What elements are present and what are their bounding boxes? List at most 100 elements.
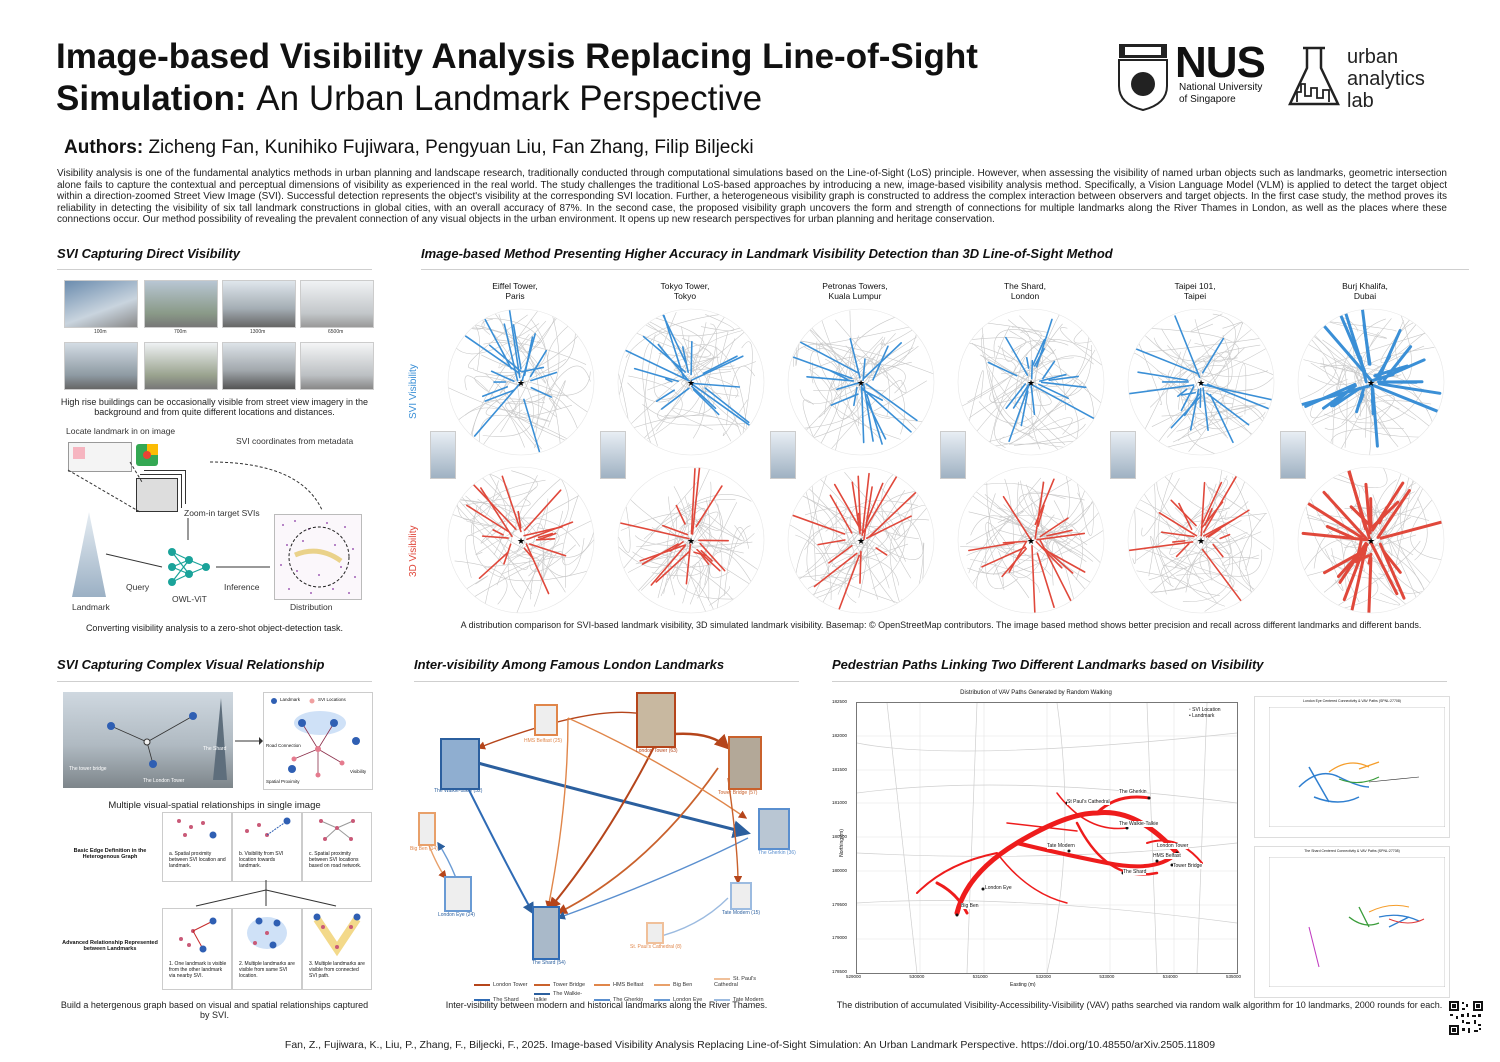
landmark-annotation: Big Ben [961, 903, 979, 909]
ual-line1: urban [1347, 46, 1399, 68]
ual-logo: urban analytics lab [1287, 44, 1447, 114]
legend-landmark: Landmark [280, 697, 301, 702]
comparison-grid: SVI Visibility 3D Visibility Eiffel Towe… [408, 281, 1470, 614]
ual-line3: lab [1347, 90, 1374, 112]
x-tick: 529000 [846, 974, 862, 979]
landmark-star-icon: ★ [517, 378, 525, 388]
photo-label: The Shard [203, 746, 227, 752]
y-tick: 182500 [832, 699, 848, 704]
dist-label: 1300m [250, 329, 266, 335]
node-label: Tower Bridge (57) [718, 790, 758, 796]
sec3-caption: Build a hetergenous graph based on visua… [60, 1000, 369, 1020]
dist-label: 6500m [328, 329, 344, 335]
los-visibility-map: ★ [447, 466, 595, 614]
city-name: Dubai [1353, 291, 1377, 301]
landmark-annotation: Tate Modern [1047, 843, 1075, 849]
node-label: The Walkie-talkie (52) [434, 788, 483, 794]
nus-logo: NUS National University of Singapore [1117, 38, 1277, 114]
landmark-star-icon: ★ [517, 536, 525, 546]
sec2-rule [421, 269, 1469, 270]
arrow-right-icon [235, 737, 263, 745]
city-landmark-name: Eiffel Tower, [492, 281, 538, 291]
city-landmark-name: Tokyo Tower, [660, 281, 710, 291]
node-walkie-talkie [440, 738, 480, 790]
sec1-title: SVI Capturing Direct Visibility [57, 246, 240, 261]
intervisibility-edges [427, 711, 751, 941]
svi-visibility-map: ★ [1297, 308, 1445, 456]
vav-ylabel: Northing (m) [838, 829, 845, 857]
advanced-box: 1. One landmark is visible from the othe… [162, 908, 232, 990]
legend-item: Big Ben [654, 982, 714, 988]
svi-visibility-map: ★ [447, 308, 595, 456]
city-column: Taipei 101,Taipei★★ [1110, 281, 1280, 614]
y-tick: 181000 [832, 800, 848, 806]
landmark-thumbnail [1110, 431, 1136, 479]
node-label: Big Ben (14) [410, 846, 438, 852]
city-name: Kuala Lumpur [828, 291, 882, 301]
pipeline-arrows [67, 461, 323, 568]
svi-photo [64, 342, 138, 390]
landmark-annotation: Tower Bridge [1173, 863, 1203, 869]
title-bold: Image-based Visibility Analysis Replacin… [56, 37, 978, 118]
basic-edge-text: a. Spatial proximity between SVI locatio… [169, 851, 226, 869]
landmark-annotation: London Tower [1157, 843, 1189, 849]
city-name: Taipei [1183, 291, 1207, 301]
sec1-caption1: High rise buildings can be occasionally … [60, 397, 369, 417]
city-name: London [1010, 291, 1040, 301]
city-name: Tokyo [673, 291, 697, 301]
graph-label: Spatial Proximity [266, 779, 300, 784]
title-rest: An Urban Landmark Perspective [256, 79, 763, 118]
basic-edge-text: b. Visibility from SVI location towards … [239, 851, 284, 869]
graph-label: Road Connection [266, 743, 301, 748]
landmark-annotation: London Eye [985, 885, 1012, 891]
sec1-rule [57, 269, 372, 270]
los-visibility-map: ★ [617, 466, 765, 614]
x-tick: 531000 [972, 974, 988, 979]
los-visibility-map: ★ [1297, 466, 1445, 614]
sec2-caption: A distribution comparison for SVI-based … [460, 620, 1422, 630]
locate-box [68, 442, 132, 472]
landmark-star-icon: ★ [1367, 378, 1375, 388]
x-tick: 530000 [909, 974, 925, 979]
svi-visibility-map: ★ [1127, 308, 1275, 456]
authors-line: Authors: Zicheng Fan, Kunihiko Fujiwara,… [64, 137, 754, 159]
legend-item: Tower Bridge [534, 982, 594, 988]
nus-sub1: National University [1179, 82, 1263, 93]
landmark-annotation: HMS Belfast [1153, 853, 1181, 859]
small-chart1-title: London Eye Centered Connectivity & VAV P… [1303, 699, 1401, 703]
city-landmark-name: Burj Khalifa, [1342, 281, 1388, 291]
landmark-annotation: The Shard [1123, 869, 1147, 875]
svi-photo [300, 342, 374, 390]
sec4-caption: Inter-visibility between modern and hist… [445, 1000, 768, 1010]
ual-line2: analytics [1347, 68, 1425, 90]
svi-photo [144, 280, 218, 328]
landmark-label: Landmark [72, 602, 110, 612]
neural-net-icon [164, 542, 214, 592]
node-tate-modern [730, 882, 752, 910]
landmark-star-icon: ★ [1027, 378, 1035, 388]
abstract: Visibility analysis is one of the fundam… [57, 168, 1447, 226]
sec3-caption-mid: Multiple visual-spatial relationships in… [108, 800, 321, 811]
svi-visibility-map: ★ [787, 308, 935, 456]
dist-label: 100m [94, 329, 107, 335]
landmark-star-icon: ★ [1197, 536, 1205, 546]
authors-names: Zicheng Fan, Kunihiko Fujiwara, Pengyuan… [148, 137, 754, 158]
sec4-title: Inter-visibility Among Famous London Lan… [414, 657, 725, 672]
branch-arrows [195, 880, 337, 907]
zoomed-svi-stack [136, 478, 178, 512]
y-tick: 179000 [832, 935, 848, 941]
basic-edge-text: c. Spatial proximity between SVI locatio… [309, 851, 362, 869]
legend-landmark-label: Landmark [1192, 713, 1215, 719]
node-the-shard [532, 906, 560, 960]
model-label: OWL-ViT [172, 594, 207, 604]
legend-item: London Eye [654, 997, 714, 1003]
x-tick: 534000 [1162, 974, 1178, 979]
legend-item: The Walkie-talkie [534, 991, 583, 1003]
basic-edge-box: a. Spatial proximity between SVI locatio… [162, 812, 232, 882]
node-label: HMS Belfast (25) [524, 738, 563, 744]
advanced-label: Advanced Relationship Represented betwee… [62, 940, 158, 952]
landmark-star-icon: ★ [857, 378, 865, 388]
qr-code-icon[interactable] [1448, 1000, 1484, 1036]
london-street-photo: The tower bridge The London Tower The Sh… [63, 692, 233, 788]
